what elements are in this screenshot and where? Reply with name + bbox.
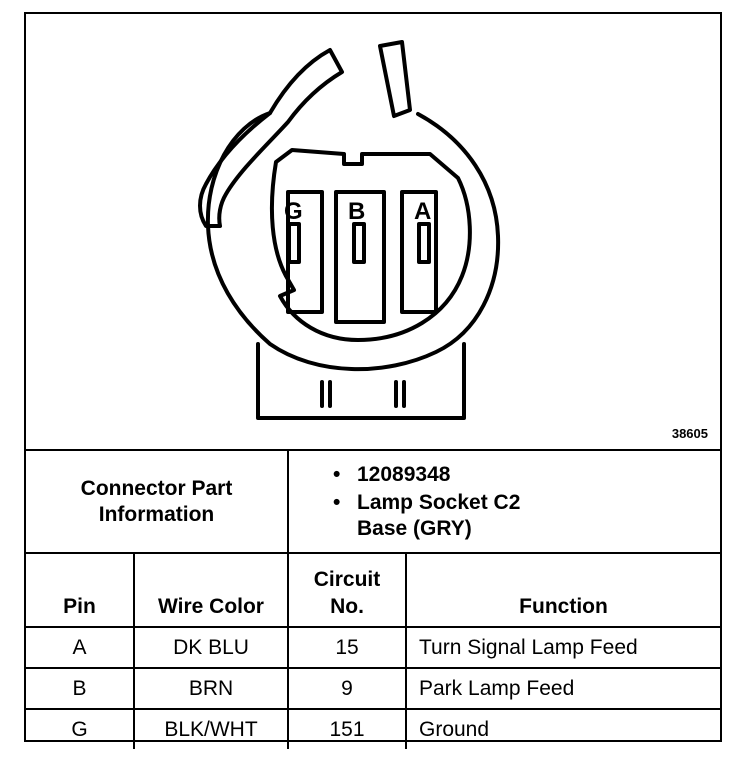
header-function: Function [404,552,721,628]
table-header-row: Pin Wire Color Circuit No. Function [26,552,721,628]
pin-contact-b [352,222,366,264]
socket-description-line2: Base (GRY) [357,516,472,540]
connector-face-drawing: G B A [198,40,501,420]
cell-circuit: 15 [287,626,407,669]
connector-latch-arm [198,48,344,228]
socket-description-line1: Lamp Socket C2 [357,490,521,514]
header-circuit: Circuit No. [287,552,407,628]
table-row: G BLK/WHT 151 Ground [26,708,721,749]
cell-wire-color: DK BLU [133,626,289,669]
header-pin: Pin [26,552,135,628]
table-row: A DK BLU 15 Turn Signal Lamp Feed [26,626,721,669]
cell-wire-color: BRN [133,667,289,710]
connector-part-label: Connector Part Information [26,451,289,554]
cell-pin: G [26,708,135,749]
socket-description-item: Lamp Socket C2 Base (GRY) [333,490,720,542]
header-circuit-line1: Circuit [313,568,381,591]
connector-part-row: Connector Part Information 12089348 Lamp… [26,451,721,554]
part-number: 12089348 [357,462,451,486]
cell-function: Turn Signal Lamp Feed [404,626,721,669]
cell-circuit: 9 [287,667,407,710]
terminal-slot-a [400,190,438,314]
connector-drawing-area: G B A 38605 [26,14,720,451]
connector-outer-ring [205,111,501,372]
connector-inner-cavity [269,148,472,342]
pin-label-g: G [284,198,303,225]
connector-wire-exit [256,342,466,420]
cell-pin: B [26,667,135,710]
connector-locking-tab [378,40,412,118]
pin-contact-g [287,222,301,264]
cell-circuit: 151 [287,708,407,749]
cell-wire-color: BLK/WHT [133,708,289,749]
pin-label-a: A [414,198,431,225]
connector-part-values: 12089348 Lamp Socket C2 Base (GRY) [286,451,721,554]
diagram-frame: G B A 38605 Connector Part Information 1… [24,12,722,749]
connector-part-label-line1: Connector Part [80,476,233,500]
connector-part-label-line2: Information [98,502,215,526]
pin-label-b: B [348,198,365,225]
table-row: B BRN 9 Park Lamp Feed [26,667,721,710]
cell-function: Park Lamp Feed [404,667,721,710]
terminal-slot-b [334,190,386,324]
part-number-item: 12089348 [333,462,720,488]
header-circuit-line2: No. [330,595,364,618]
cell-function: Ground [404,708,721,749]
pin-contact-a [417,222,431,264]
cell-pin: A [26,626,135,669]
figure-number: 38605 [671,426,708,441]
header-wire-color: Wire Color [133,552,289,628]
connector-info-table: Connector Part Information 12089348 Lamp… [26,451,721,749]
